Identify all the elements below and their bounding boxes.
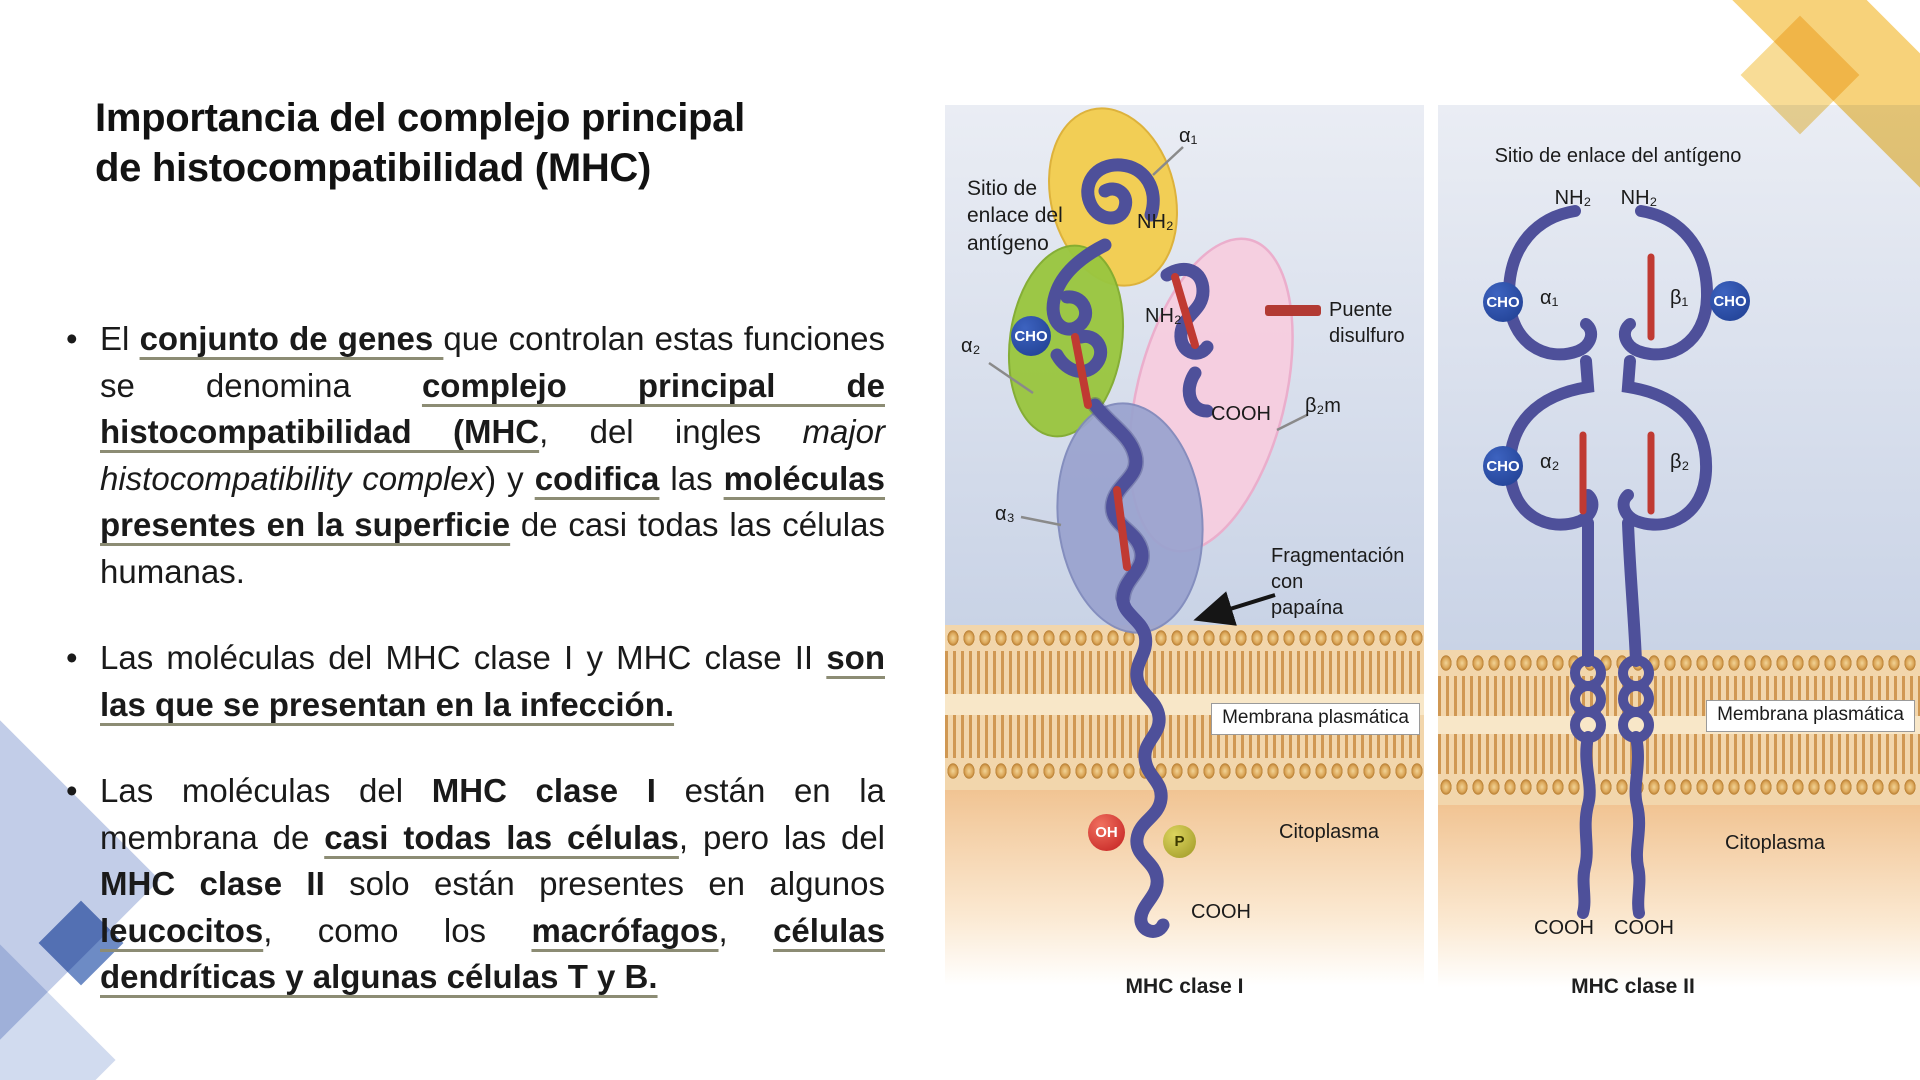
text-run: conjunto de genes	[139, 320, 444, 357]
text-run: macrófagos	[531, 911, 719, 949]
lipid-tails	[945, 651, 1424, 694]
text-run: las	[659, 459, 724, 497]
papain-fragmentation-label: Fragmentación con papaína	[1271, 545, 1405, 619]
cytoplasm-background	[1438, 805, 1920, 1020]
text-run: moléculas presentes en la superficie	[100, 459, 886, 544]
text-run: El	[100, 320, 140, 357]
disulfide-bond	[1579, 253, 1655, 515]
oh-badge: OH	[1088, 814, 1125, 851]
transmembrane-chain	[1088, 398, 1170, 938]
text-run: codifica	[534, 459, 660, 497]
text-run: son las que se presentan en la infección…	[100, 639, 885, 723]
text-run: ,	[718, 911, 774, 949]
mhc-class1-panel: Sitio de enlace del antígeno α₁ NH₂ CHO …	[945, 105, 1424, 1020]
nh2-label: NH₂	[1554, 187, 1592, 209]
plasma-membrane-graphic	[1438, 650, 1920, 805]
disulfide-bond	[1071, 273, 1199, 571]
alpha3-label: α₃	[995, 503, 1015, 525]
text-run: células dendríticas y algunas células T …	[100, 911, 885, 996]
lipid-tails	[1438, 734, 1920, 774]
phosphate-badge: P	[1163, 825, 1196, 858]
nh2-label: NH₂	[1145, 305, 1182, 327]
mhc1-caption: MHC clase I	[1125, 975, 1244, 998]
antigen-binding-site-label: Sitio de enlace del antígeno	[1494, 145, 1742, 167]
text-run: ) y	[485, 459, 535, 497]
bullet-item: Las moléculas del MHC clase I están en l…	[60, 768, 885, 1001]
slide-title: Importancia del complejo principal de hi…	[95, 95, 745, 191]
lipid-heads-row	[1438, 774, 1920, 800]
papain-arrow	[1193, 591, 1276, 626]
alpha1-domain	[1048, 107, 1178, 287]
lipid-heads-row	[945, 758, 1424, 784]
text-run: casi todas las células	[324, 818, 679, 856]
text-run: solo están presentes en algunos	[324, 865, 885, 902]
text-run: MHC clase II	[100, 865, 325, 902]
bullet-item: El conjunto de genes que controlan estas…	[60, 316, 885, 595]
cooh-label: COOH	[1211, 403, 1271, 425]
plasma-membrane-label: Membrana plasmática	[1706, 700, 1915, 732]
mhc2-caption: MHC clase II	[1571, 975, 1695, 998]
text-run: , como los	[263, 911, 532, 949]
beta2m-label: β₂m	[1305, 395, 1341, 417]
transmembrane-coils	[1570, 655, 1654, 743]
cho-badge: CHO	[1483, 446, 1523, 486]
text-run: complejo principal de histocompatibilida…	[100, 366, 885, 451]
disulfide-legend-label: Puente disulfuro	[1329, 299, 1405, 347]
beta-chain	[1617, 205, 1714, 919]
text-run: leucocitos	[100, 911, 264, 949]
bullet-list: El conjunto de genes que controlan estas…	[60, 283, 885, 1041]
text-run: Las moléculas del MHC clase I y MHC clas…	[100, 639, 827, 676]
disulfide-legend-bar	[1265, 305, 1321, 316]
text-run: major histocompatibility complex	[100, 413, 885, 497]
alpha2-label: α₂	[1540, 451, 1560, 473]
text-run: que controlan estas funciones se denomin…	[100, 320, 885, 404]
lipid-heads-row	[945, 625, 1424, 651]
beta2-label: β₂	[1670, 451, 1690, 473]
cho-badge: CHO	[1710, 281, 1750, 321]
mhc2-molecule-drawing	[1502, 205, 1714, 919]
cho-badge: CHO	[1011, 316, 1051, 356]
text-run: Las moléculas del	[100, 772, 432, 809]
pointer-line	[988, 146, 1308, 527]
text-run: , pero las del	[678, 818, 886, 856]
alpha2-domain	[1007, 244, 1125, 438]
mhc-class2-panel: Sitio de enlace del antígeno NH₂ NH₂ CHO…	[1438, 105, 1920, 1020]
beta1-label: β₁	[1670, 287, 1689, 309]
antigen-binding-site-label: Sitio de enlace del antígeno	[967, 177, 1063, 255]
cho-badge: CHO	[1483, 282, 1523, 322]
peptide-chain	[1046, 158, 1214, 418]
alpha2-label: α₂	[961, 335, 981, 357]
text-run: MHC clase I	[431, 772, 656, 809]
text-run: de casi todas las células humanas.	[100, 506, 885, 590]
lipid-heads-row	[1438, 650, 1920, 676]
plasma-membrane-label: Membrana plasmática	[1211, 703, 1420, 735]
alpha1-label: α₁	[1179, 125, 1198, 147]
mhc1-molecule-drawing	[988, 107, 1321, 938]
bullet-item: Las moléculas del MHC clase I y MHC clas…	[60, 635, 885, 728]
cooh-label: COOH	[1534, 917, 1594, 939]
nh2-label: NH₂	[1137, 211, 1174, 233]
alpha1-label: α₁	[1540, 287, 1559, 309]
alpha-chain	[1502, 205, 1599, 919]
cytoplasm-label: Citoplasma	[1279, 821, 1380, 843]
cooh-label: COOH	[1614, 917, 1674, 939]
nh2-label: NH₂	[1620, 187, 1658, 209]
cytoplasm-label: Citoplasma	[1725, 832, 1826, 854]
cooh-label: COOH	[1191, 901, 1251, 923]
text-run: , del ingles	[539, 413, 803, 450]
